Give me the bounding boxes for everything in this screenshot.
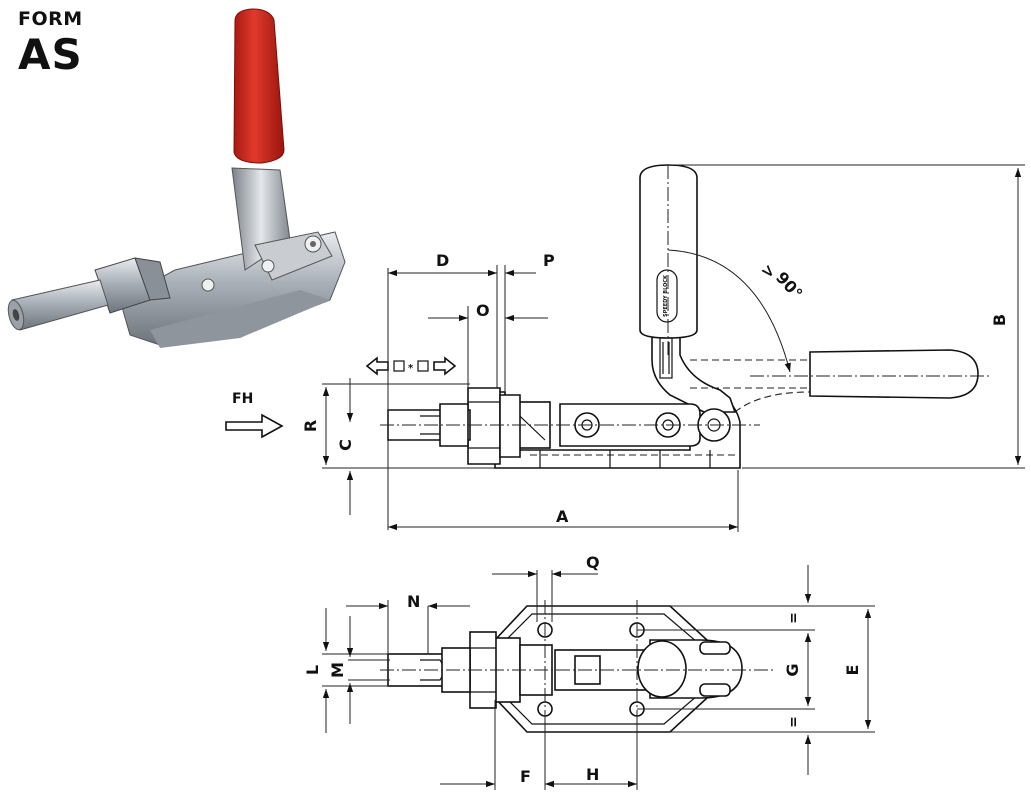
- dim-label-m: M: [328, 662, 347, 678]
- dim-label-h: H: [586, 765, 599, 784]
- equal-mark-bottom: =: [786, 716, 802, 728]
- force-label: FH: [232, 391, 253, 407]
- dim-label-n: N: [407, 592, 420, 611]
- direction-star: *: [408, 363, 414, 374]
- top-view: N Q F H L M: [303, 553, 875, 790]
- dim-label-a: A: [556, 507, 569, 526]
- dim-label-c: C: [336, 439, 355, 451]
- dim-label-r: R: [301, 420, 320, 432]
- angle-label: 90°: [772, 268, 806, 303]
- form-label-large: AS: [18, 30, 83, 79]
- dim-label-l: L: [303, 665, 322, 675]
- dim-label-o: O: [476, 301, 490, 320]
- dim-label-p: P: [543, 251, 555, 270]
- dim-label-d: D: [436, 251, 449, 270]
- form-label-small: FORM: [18, 8, 83, 30]
- dim-label-g: G: [783, 663, 802, 676]
- side-view: SPEEDY BLOCK: [225, 164, 1025, 532]
- dim-label-b: B: [990, 314, 1009, 326]
- handle-brand-text: SPEEDY BLOCK: [663, 274, 669, 317]
- product-photo: [7, 8, 346, 348]
- dim-label-e: E: [843, 665, 862, 676]
- equal-mark-top: =: [786, 612, 802, 624]
- dim-label-f: F: [520, 767, 531, 786]
- dim-label-q: Q: [586, 553, 600, 572]
